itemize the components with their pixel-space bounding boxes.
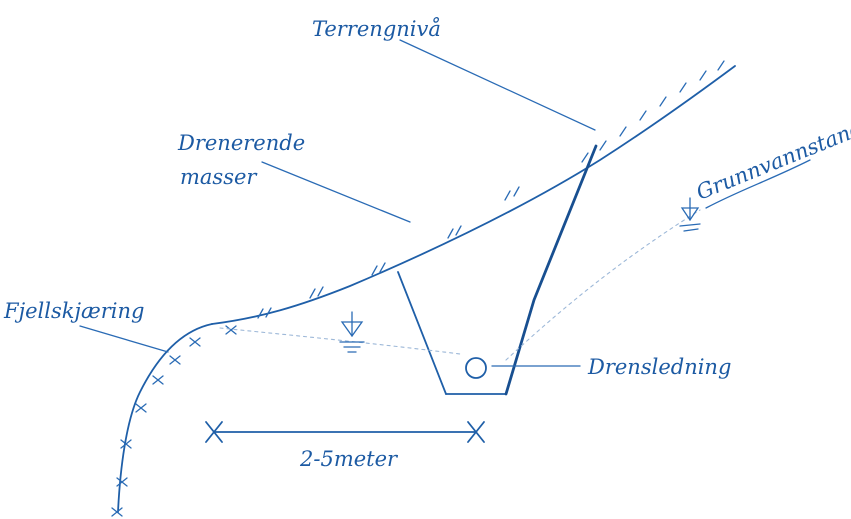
label-terrain: Terrengnivå <box>312 17 441 41</box>
terrain-line <box>211 65 736 325</box>
dimension-line <box>205 421 485 443</box>
draining-masses-hatch <box>257 186 520 319</box>
leader-groundwater <box>705 159 811 209</box>
water-level-icon <box>339 311 365 353</box>
label-draining-masses-2: masser <box>180 165 258 189</box>
groundwater-level-line <box>219 327 461 355</box>
groundwater-level-line-right <box>505 209 701 361</box>
bedrock-face <box>117 323 213 513</box>
trench-left-wall <box>397 271 447 395</box>
label-draining-masses-1: Drenerende <box>177 131 305 155</box>
trench-right-wall <box>504 144 598 396</box>
label-groundwater: Grunnvannstand <box>693 116 851 205</box>
leader-bedrock <box>79 325 169 353</box>
leader-draining-masses <box>261 161 411 223</box>
label-bedrock: Fjellskjæring <box>3 299 144 323</box>
terrain-hatch <box>581 60 725 163</box>
water-level-icon-2 <box>679 197 701 232</box>
drain-pipe-icon <box>465 357 487 379</box>
label-drain-pipe: Drensledning <box>587 355 731 379</box>
bedrock-hatch <box>111 325 237 517</box>
label-dimension: 2-5meter <box>299 447 399 471</box>
leader-terrain <box>399 39 596 131</box>
